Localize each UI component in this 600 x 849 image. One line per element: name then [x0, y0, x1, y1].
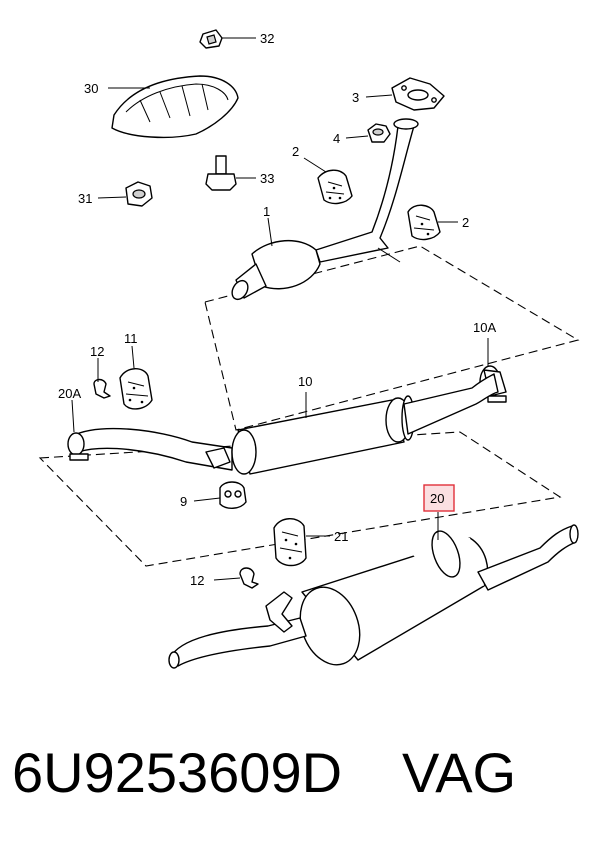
- part-33-bolt[interactable]: [205, 155, 256, 191]
- part-20a-clamp: [71, 399, 75, 433]
- part-20-rear-silencer[interactable]: [168, 512, 579, 673]
- part-32-clip[interactable]: [199, 29, 256, 49]
- callout-4: 4: [333, 131, 340, 146]
- callout-30: 30: [84, 81, 98, 96]
- assembly-frame-front: [204, 245, 580, 431]
- footer: 6U9253609D VAG: [12, 740, 592, 830]
- part-9-rubber-mount[interactable]: [193, 481, 247, 509]
- part-11-rubber-mount[interactable]: [119, 345, 153, 410]
- part-number: 6U9253609D: [12, 741, 343, 804]
- part-30-heat-shield[interactable]: [108, 75, 239, 139]
- part-12-clip-lower[interactable]: [213, 567, 259, 589]
- callout-9: 9: [180, 494, 187, 509]
- brand-name: VAG: [402, 741, 517, 804]
- callout-12-lower: 12: [190, 573, 204, 588]
- exhaust-system-diagram: 32 30 3 4 33 31: [38, 29, 580, 673]
- part-31-nut[interactable]: [97, 181, 153, 207]
- callout-1: 1: [263, 204, 270, 219]
- callout-2-upper: 2: [292, 144, 299, 159]
- callout-20-highlight[interactable]: [423, 484, 455, 512]
- part-10-middle-silencer[interactable]: [67, 373, 499, 475]
- callout-20: 20: [430, 491, 444, 506]
- part-3-gasket[interactable]: [365, 77, 445, 111]
- callout-12-upper: 12: [90, 344, 104, 359]
- part-2-rubber-mount-right[interactable]: [407, 204, 458, 241]
- callout-31: 31: [78, 191, 92, 206]
- part-4-nut[interactable]: [345, 123, 391, 143]
- callout-32: 32: [260, 31, 274, 46]
- part-12-clip-upper[interactable]: [93, 358, 111, 399]
- part-2-rubber-mount-upper[interactable]: [303, 157, 353, 205]
- part-1-front-pipe-catalyst[interactable]: [229, 118, 419, 302]
- callout-20a: 20A: [58, 386, 81, 401]
- callout-3: 3: [352, 90, 359, 105]
- callout-33: 33: [260, 171, 274, 186]
- callout-11: 11: [124, 331, 138, 346]
- callout-10a: 10A: [473, 320, 496, 335]
- callout-2-right: 2: [462, 215, 469, 230]
- part-21-rubber-mount[interactable]: [273, 518, 330, 567]
- callout-10: 10: [298, 374, 312, 389]
- callout-21: 21: [334, 529, 348, 544]
